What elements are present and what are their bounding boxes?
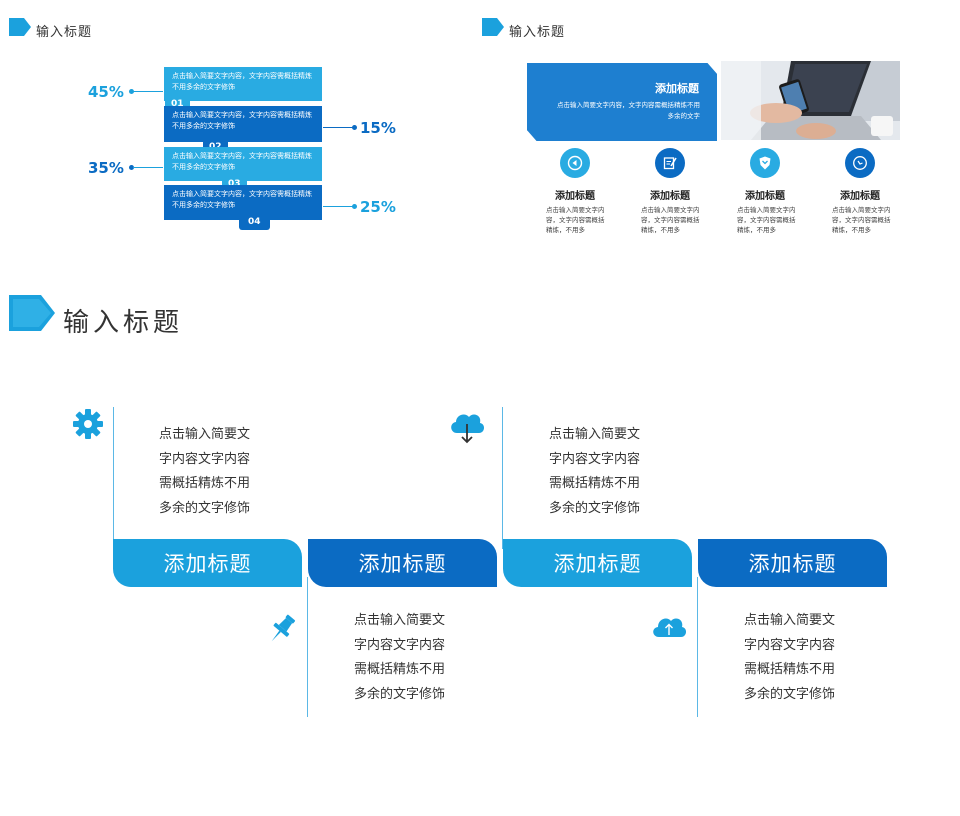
gear-icon: [73, 409, 103, 439]
desc-line: 需概括精炼不用: [744, 662, 836, 677]
shield-icon: [750, 148, 780, 178]
divider-line: [697, 577, 698, 717]
pentagon-arrow-icon: [9, 295, 55, 331]
desc-line: 需概括精炼不用: [354, 662, 446, 677]
desc-line: 字内容文字内容: [744, 637, 836, 653]
card-1-desc: 点击输入简要文 字内容文字内容 需概括精炼不用 多余的文字修饰: [159, 423, 269, 521]
leader-line: [133, 167, 163, 168]
slide-3-title: 输入标题: [63, 308, 184, 338]
percent-3: 35%: [88, 159, 124, 177]
banner-title: 添加标题: [655, 82, 699, 95]
banner: [527, 63, 717, 141]
step-3: 点击输入简要文字内容，文字内容需概括精炼不用多余的文字修饰: [164, 147, 322, 181]
feature-1-title: 添加标题: [555, 191, 595, 202]
card-2-desc: 点击输入简要文 字内容文字内容 需概括精炼不用 多余的文字修饰: [354, 609, 464, 707]
cloud-download-icon: [451, 414, 485, 444]
desc-line: 点击输入简要文: [354, 613, 446, 628]
leader-line: [323, 206, 353, 207]
step-2-text: 点击输入简要文字内容，文字内容需概括精炼不用多余的文字修饰: [172, 111, 312, 130]
card-3-label: 添加标题: [503, 539, 692, 587]
edit-icon: [655, 148, 685, 178]
card-4-desc: 点击输入简要文 字内容文字内容 需概括精炼不用 多余的文字修饰: [744, 609, 854, 707]
leader-dot: [129, 89, 134, 94]
step-4-text: 点击输入简要文字内容，文字内容需概括精炼不用多余的文字修饰: [172, 190, 312, 209]
pentagon-arrow-icon: [9, 18, 31, 36]
divider-line: [113, 407, 114, 549]
step-2: 点击输入简要文字内容，文字内容需概括精炼不用多余的文字修饰: [164, 106, 322, 142]
desc-line: 多余的文字修饰: [159, 500, 251, 516]
desc-line: 多余的文字修饰: [744, 686, 836, 702]
feature-4-title: 添加标题: [840, 191, 880, 202]
divider-line: [502, 407, 503, 549]
step-4-number: 04: [239, 216, 270, 230]
percent-2: 15%: [360, 119, 396, 137]
divider-line: [307, 577, 308, 717]
step-1: 点击输入简要文字内容，文字内容需概括精炼不用多余的文字修饰: [164, 67, 322, 101]
clock-icon: [845, 148, 875, 178]
leader-dot: [129, 165, 134, 170]
step-4: 点击输入简要文字内容，文字内容需概括精炼不用多余的文字修饰: [164, 185, 322, 220]
desc-line: 需概括精炼不用: [159, 476, 251, 491]
feature-2-text: 点击输入简要文字内容，文字内容需概括精炼，不用多: [641, 206, 700, 234]
pentagon-arrow-icon: [482, 18, 504, 36]
desc-line: 字内容文字内容: [159, 451, 251, 467]
card-2-label: 添加标题: [308, 539, 497, 587]
card-3-desc: 点击输入简要文 字内容文字内容 需概括精炼不用 多余的文字修饰: [549, 423, 659, 521]
desc-line: 需概括精炼不用: [549, 476, 641, 491]
step-1-text: 点击输入简要文字内容，文字内容需概括精炼不用多余的文字修饰: [172, 72, 312, 91]
desc-line: 点击输入简要文: [159, 427, 251, 442]
leader-dot: [352, 125, 357, 130]
slide-1-title: 输入标题: [36, 25, 93, 40]
desc-line: 多余的文字修饰: [354, 686, 446, 702]
desc-line: 字内容文字内容: [549, 451, 641, 467]
laptop-photo: [721, 61, 900, 140]
feature-3-title: 添加标题: [745, 191, 785, 202]
banner-text: 点击输入简要文字内容，文字内容需概括精炼不用多余的文字: [557, 101, 700, 120]
step-3-text: 点击输入简要文字内容，文字内容需概括精炼不用多余的文字修饰: [172, 152, 312, 171]
play-icon: [560, 148, 590, 178]
card-4-label: 添加标题: [698, 539, 887, 587]
feature-4-text: 点击输入简要文字内容，文字内容需概括精炼，不用多: [832, 206, 891, 234]
desc-line: 点击输入简要文: [744, 613, 836, 628]
desc-line: 字内容文字内容: [354, 637, 446, 653]
feature-3-text: 点击输入简要文字内容，文字内容需概括精炼，不用多: [737, 206, 796, 234]
desc-line: 点击输入简要文: [549, 427, 641, 442]
percent-4: 25%: [360, 198, 396, 216]
leader-line: [133, 91, 163, 92]
cloud-upload-icon: [653, 618, 687, 637]
leader-dot: [352, 204, 357, 209]
feature-2-title: 添加标题: [650, 191, 690, 202]
leader-line: [323, 127, 353, 128]
percent-1: 45%: [88, 83, 124, 101]
card-1-label: 添加标题: [113, 539, 302, 587]
pin-icon: [271, 614, 296, 642]
desc-line: 多余的文字修饰: [549, 500, 641, 516]
feature-1-text: 点击输入简要文字内容，文字内容需概括精炼，不用多: [546, 206, 605, 234]
slide-2-title: 输入标题: [509, 25, 566, 40]
